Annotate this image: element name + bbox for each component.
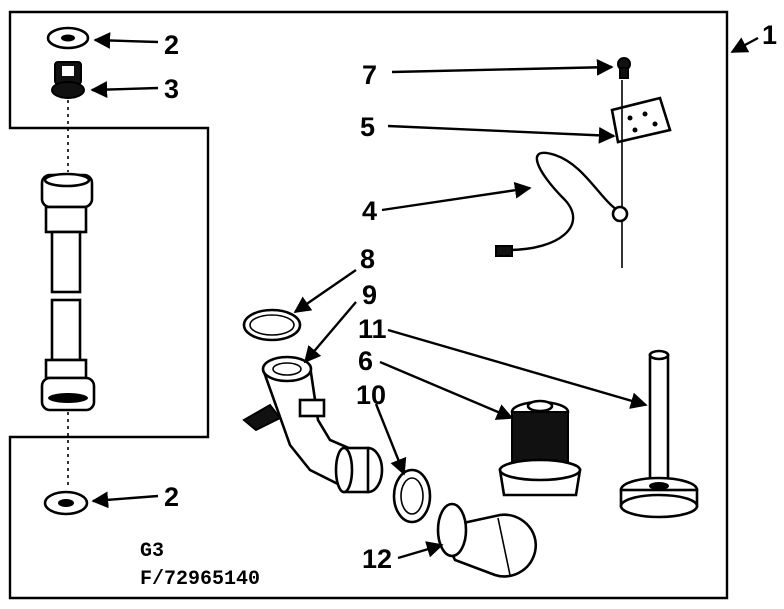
leader-11	[387, 328, 648, 409]
callout-1: 1	[762, 20, 777, 50]
part-washer-top	[46, 26, 90, 50]
part-filter-post	[619, 349, 699, 519]
callout-12: 12	[362, 544, 392, 574]
leader-10	[374, 403, 407, 476]
callout-5: 5	[360, 112, 375, 142]
leader-5	[387, 124, 616, 144]
leader-4	[381, 181, 532, 212]
part-hose-clamp	[242, 308, 302, 342]
callout-9: 9	[362, 280, 377, 310]
leader-6	[379, 360, 514, 420]
diagram-code-line1: G3	[140, 540, 164, 563]
callout-10: 10	[356, 380, 386, 410]
leader-2-top	[93, 32, 159, 49]
callout-6: 6	[358, 346, 373, 376]
leader-9	[303, 301, 357, 364]
kit-boundary	[8, 10, 729, 600]
part-clamp-plate	[610, 96, 672, 144]
callout-2-top: 2	[164, 30, 179, 60]
part-ground-wire	[495, 151, 629, 257]
callout-2-bottom: 2	[164, 482, 179, 512]
part-pump-fitting	[498, 399, 582, 497]
leader-12	[397, 541, 444, 560]
leader-8	[293, 269, 357, 313]
part-drain-elbow	[242, 355, 384, 494]
callout-11: 11	[358, 314, 387, 344]
part-inlet-hose	[40, 172, 96, 412]
leader-2-bottom	[91, 491, 159, 509]
leader-1	[730, 36, 759, 54]
part-washer-bottom	[43, 490, 89, 516]
leader-7	[391, 58, 614, 76]
callout-7: 7	[362, 60, 377, 90]
leader-3	[90, 81, 159, 98]
part-hose-connector	[436, 502, 538, 578]
part-filter-screen	[51, 61, 85, 99]
diagram-code-line2: F/72965140	[140, 568, 260, 591]
part-screw	[617, 57, 631, 79]
callout-4: 4	[362, 196, 377, 226]
callout-3: 3	[164, 74, 179, 104]
part-o-ring	[392, 468, 432, 524]
callout-8: 8	[360, 244, 375, 274]
